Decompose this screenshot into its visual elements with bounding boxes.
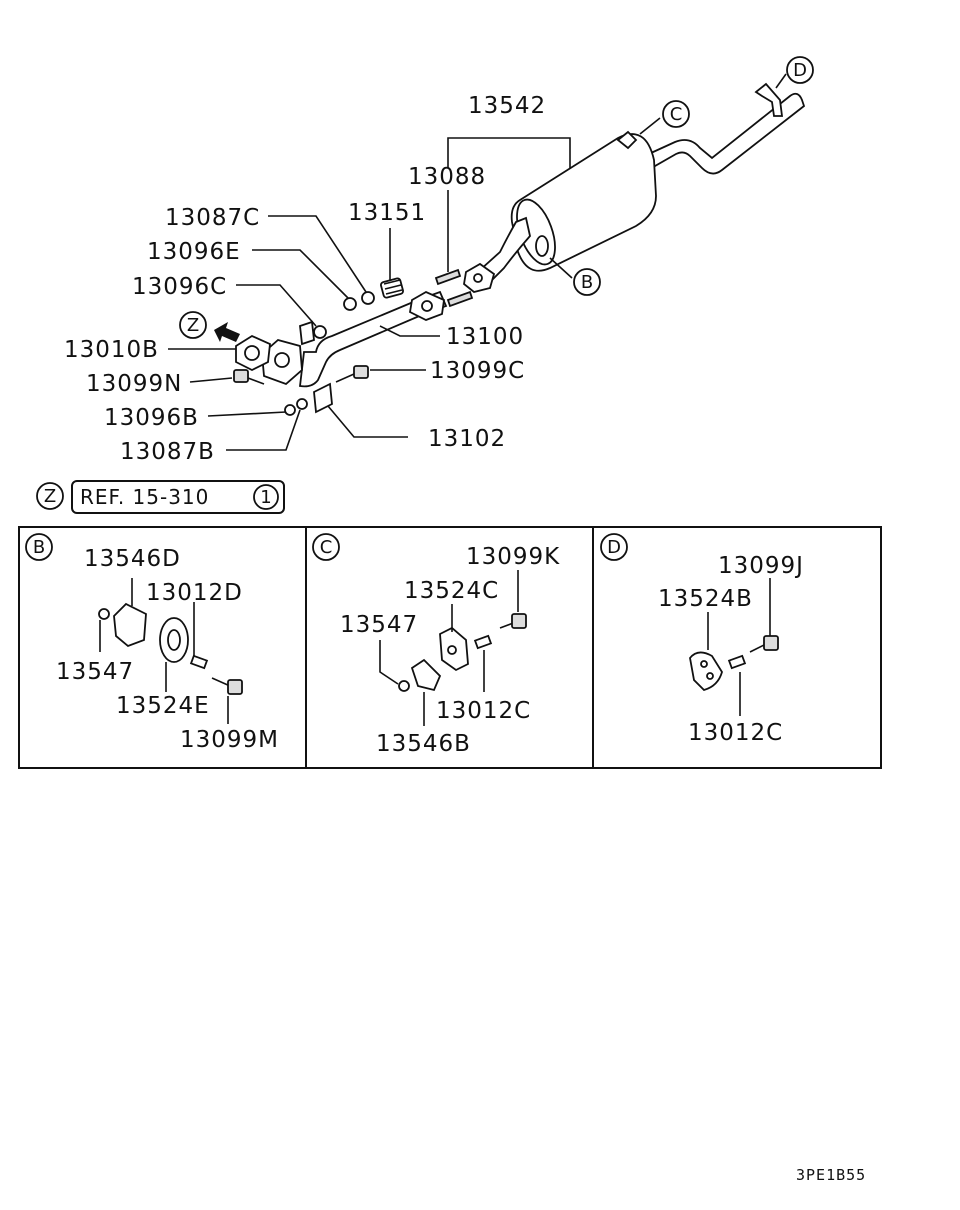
ref-text: REF. 15-310 [80,485,209,509]
bolt-13099j [749,635,779,653]
tail-pipe [638,92,806,175]
leader-d [775,73,787,89]
label-13099j: 13099J [718,553,804,579]
label-13547-c: 13547 [340,612,418,638]
leader-13096b [207,411,287,417]
leader-13087b [226,409,301,451]
label-13096c: 13096C [132,274,227,300]
collar-13012d [189,654,209,670]
label-13151: 13151 [348,200,426,226]
svg-text:Z: Z [44,486,56,507]
label-13524b: 13524B [658,586,753,612]
label-13087b: 13087B [120,439,215,465]
label-13088: 13088 [408,164,486,190]
svg-text:B: B [581,272,593,293]
washer-13547-c [398,680,410,692]
bracket-13102 [313,382,333,414]
label-13012c-d: 13012C [688,720,783,746]
leader-b [549,257,573,279]
label-13546b: 13546B [376,731,471,757]
svg-text:1: 1 [260,487,271,508]
label-13099c: 13099C [430,358,525,384]
gasket-13096e [361,291,375,305]
callout-d: D [786,56,814,84]
svg-text:D: D [607,537,621,558]
washer-13547-b [98,608,110,620]
label-13087c: 13087C [165,205,260,231]
hanger-13546b [410,658,442,692]
label-13524c: 13524C [404,578,499,604]
label-13102: 13102 [428,426,506,452]
callout-z: Z [179,311,207,339]
svg-text:Z: Z [187,315,199,336]
label-13547-b: 13547 [56,659,134,685]
reference-note: Z REF. 15-310 1 [36,480,285,514]
diagram-code: 3PE1B55 [796,1166,866,1184]
label-13012d: 13012D [146,580,243,606]
collar-13012c-d [727,654,747,670]
bolt-13099n [233,369,265,385]
bolt-13099m [211,677,243,695]
spring-13151 [380,277,404,299]
detail-d: D 13099J 13524B 13012C [600,533,804,746]
svg-text:C: C [320,537,333,558]
label-13099n: 13099N [86,371,182,397]
svg-text:C: C [670,104,683,125]
stud-lower [446,290,474,308]
leader-13542 [447,137,571,168]
label-13010b: 13010B [64,337,159,363]
label-13012c-c: 13012C [436,698,531,724]
gasket-13096b [284,404,296,416]
leader-c [639,117,661,135]
callout-c: C [662,100,690,128]
rubber-13524b [689,651,723,692]
leader-13099n [189,377,233,383]
muffler-hanger-c [616,130,638,150]
leader-13087c [268,215,367,293]
gasket-13096c [313,325,327,339]
detail-b: B 13546D 13012D 13547 13524E 13099M [25,533,279,753]
label-13099m: 13099M [180,727,279,753]
svg-text:D: D [793,60,807,81]
label-13546d: 13546D [84,546,181,572]
detail-c: C 13099K 13524C 13547 13012C 13546B [312,533,560,757]
hanger-13546d [113,602,147,648]
svg-text:B: B [33,537,45,558]
label-13096e: 13096E [147,239,241,265]
leader-13100 [379,325,440,337]
hanger-bracket-d [754,82,784,117]
callout-b: B [573,268,601,296]
stud-upper [434,268,462,286]
collar-13012c-c [473,634,493,650]
pipe-bracket [299,320,315,346]
label-13542: 13542 [468,93,546,119]
bolt-13099k [499,613,527,629]
label-13099k: 13099K [466,544,560,570]
main-assembly: 13542 13088 13151 13087C 13096E 13096C 1… [64,56,814,465]
label-13524e: 13524E [116,693,210,719]
nut-13087c [343,297,357,311]
label-13096b: 13096B [104,405,199,431]
label-13100: 13100 [446,324,524,350]
detail-panels [18,526,882,769]
bolt-13099c [335,365,369,383]
front-pipe [299,290,448,388]
leader-13102 [327,405,408,438]
leader-13096c [236,284,317,327]
direction-arrow [214,322,240,342]
muffler-hanger-b [535,235,549,257]
muffler-inlet-pipe [478,216,531,284]
nut-13087b [296,398,308,410]
leader-13096e [252,249,349,299]
